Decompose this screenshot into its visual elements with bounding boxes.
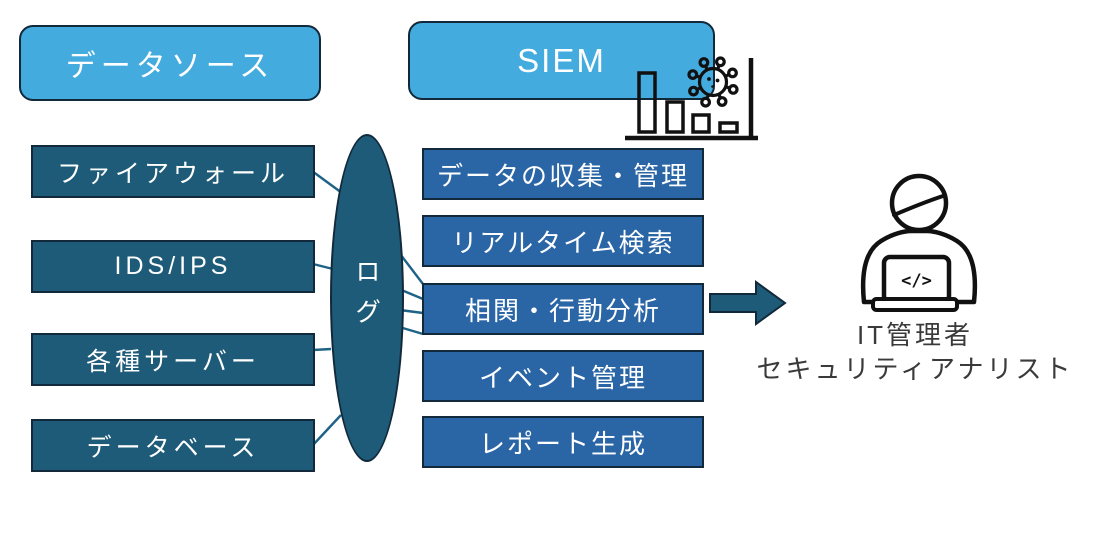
source-box-database: データベース: [31, 419, 315, 472]
laptop-code-icon: </>: [901, 271, 932, 291]
analyst-caption: IT管理者 セキュリティアナリスト: [735, 318, 1095, 386]
function-box-correlation-analysis: 相関・行動分析: [422, 283, 704, 335]
function-box-data-collection: データの収集・管理: [422, 148, 704, 200]
source-box-servers: 各種サーバー: [31, 333, 315, 386]
virus-icon: [687, 56, 739, 108]
source-box-ids-ips: IDS/IPS: [31, 240, 315, 293]
analyst-person-icon: </>: [860, 173, 978, 312]
source-box-firewall: ファイアウォール: [31, 145, 315, 198]
log-ellipse: ログ: [330, 134, 404, 462]
analyst-caption-line1: IT管理者: [856, 320, 974, 350]
data-source-header: データソース: [19, 25, 321, 101]
function-box-report-generation: レポート生成: [422, 416, 704, 468]
laptop-base: [871, 297, 959, 312]
function-box-realtime-search: リアルタイム検索: [422, 215, 704, 267]
declining-bar-chart-icon: [625, 58, 758, 141]
hair-fringe: [892, 194, 945, 217]
analyst-caption-line2: セキュリティアナリスト: [756, 354, 1074, 384]
siem-header: SIEM: [408, 21, 715, 100]
log-label: ログ: [351, 258, 382, 338]
function-box-event-management: イベント管理: [422, 350, 704, 402]
bar-chart-virus-icon: [625, 56, 758, 141]
right-arrow-icon: [709, 280, 787, 326]
